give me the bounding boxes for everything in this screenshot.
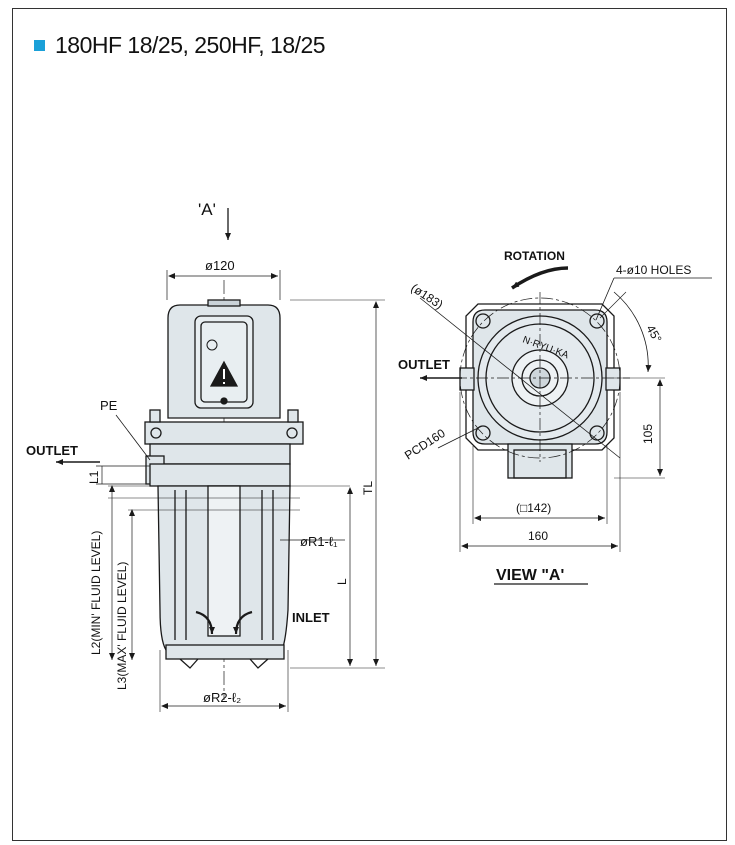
page-title: 180HF 18/25, 250HF, 18/25 — [34, 32, 326, 59]
side-view — [56, 208, 385, 712]
view-a — [419, 266, 712, 585]
angle-45-label: 45° — [643, 323, 664, 346]
mount-hole-tl — [475, 313, 491, 329]
rotation-label: ROTATION — [504, 249, 565, 263]
dim-142-label: (□142) — [516, 501, 551, 515]
mount-hole-br — [589, 425, 605, 441]
angle-45-arc — [613, 291, 652, 373]
diameter-183-label: (ø183) — [408, 281, 445, 312]
flange — [144, 421, 304, 445]
dim-120-label: ø120 — [205, 258, 235, 273]
shaft — [207, 485, 241, 637]
rotation-arrow — [511, 266, 569, 290]
mount-hole-bl — [475, 425, 491, 441]
title-text: 180HF 18/25, 250HF, 18/25 — [55, 32, 326, 58]
l-label: L — [335, 578, 349, 585]
r1-label: øR1-ℓ₁ — [300, 534, 338, 549]
dim-105-label: 105 — [641, 424, 655, 444]
l1-label: L1 — [87, 470, 101, 484]
pe-leader — [115, 414, 151, 461]
dim-160-label: 160 — [528, 529, 548, 543]
pump-neck — [149, 443, 291, 465]
view-marker-label: 'A' — [198, 200, 216, 219]
outlet-label: OUTLET — [26, 443, 78, 458]
pcd-label: PCD160 — [402, 426, 448, 463]
l3-label: L3(MAX' FLUID LEVEL) — [115, 562, 129, 690]
drawing-frame — [12, 8, 727, 841]
pe-label: PE — [100, 398, 118, 413]
holes-label: 4-ø10 HOLES — [616, 263, 691, 277]
holes-leader — [595, 277, 615, 321]
bullet-square-icon — [34, 40, 45, 51]
r2-label: øR2-ℓ₂ — [203, 690, 241, 705]
tl-label: TL — [361, 481, 375, 495]
view-a-caption: VIEW "A' — [496, 567, 564, 584]
inlet-flow-arrow-right — [233, 610, 253, 635]
diameter-183-leader — [419, 297, 621, 459]
pump-base — [165, 644, 285, 660]
gear-icon — [206, 339, 218, 351]
inlet-flow-arrow-left — [195, 610, 215, 635]
motor-cap — [207, 299, 241, 307]
l2-label: L2(MIN' FLUID LEVEL) — [89, 531, 103, 655]
inlet-label: INLET — [292, 610, 330, 625]
view-a-outlet-label: OUTLET — [398, 357, 450, 372]
